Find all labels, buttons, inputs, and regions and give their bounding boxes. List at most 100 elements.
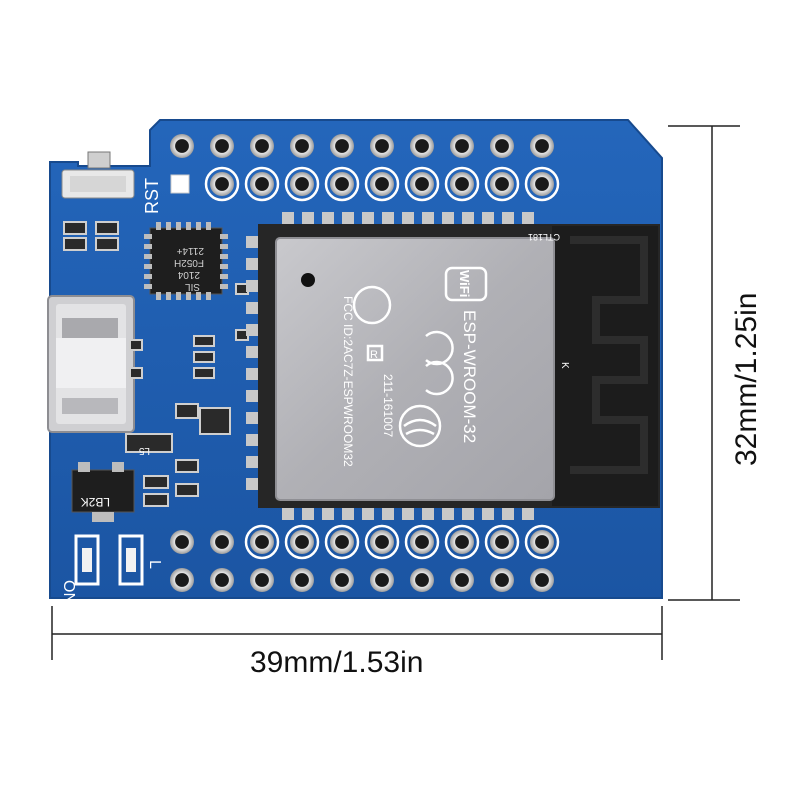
chip-text-brand: SIL [185,281,200,292]
smd-part [193,335,215,347]
l-label: L [146,560,163,569]
pin-pad [250,568,274,592]
pin-pad [290,530,314,554]
pin-pad [170,568,194,592]
pin-pad [290,172,314,196]
module-shield [275,237,555,501]
rst-label: RST [142,178,162,214]
pin-pad [370,568,394,592]
chip-pin [156,222,161,230]
pin-ring [364,524,400,560]
pin-row-bottom-inner [170,524,560,560]
chip-pin [196,222,201,230]
pin-ring [364,166,400,202]
module-code: 211-161007 [381,374,395,437]
smd-part [129,367,143,379]
pin-pad [370,134,394,158]
pin-ring [444,166,480,202]
chip-pin [144,234,152,239]
pin-row-top-inner [204,166,560,202]
chip-pin [196,292,201,300]
chip-pin [220,274,228,279]
module-name: ESP-WROOM-32 [460,310,479,443]
pin-pad [530,530,554,554]
pin-pad [530,134,554,158]
pin-row-top-outer [170,134,554,158]
pin-ring [484,524,520,560]
chip-pin [206,222,211,230]
pin-pad [450,568,474,592]
pin-ring [244,166,280,202]
voltage-regulator [71,462,135,522]
pin-pad [370,172,394,196]
pin-row-bottom-outer [170,568,554,592]
pin-pad [450,530,474,554]
pin-ring [524,524,560,560]
smd-part [143,493,169,507]
on-label: ON [60,580,77,604]
chip-pin [206,292,211,300]
pin-pad [170,530,194,554]
pin-pad [410,134,434,158]
chip-pin [176,292,181,300]
pin-pad [170,134,194,158]
chip-pin [144,254,152,259]
pin-ring [524,166,560,202]
reset-button [61,151,135,199]
height-dimension-label: 32mm/1.25in [730,292,763,466]
smd-part [95,221,119,235]
smd-part [193,367,215,379]
chip-pin [220,284,228,289]
pin-ring [204,166,240,202]
pin-ring [484,166,520,202]
chip-text-mid: F052H [174,257,204,268]
smd-part [95,237,119,251]
pin-pad [490,172,514,196]
chip-pin [166,292,171,300]
smd-part [63,237,87,251]
pin-pad [210,568,234,592]
chip-pin [220,234,228,239]
pin-ring [284,166,320,202]
chip-pin [144,284,152,289]
pin-pad [370,530,394,554]
chip-pin [186,222,191,230]
pin-pad [490,530,514,554]
chip-pin [186,292,191,300]
micro-usb-connector [47,295,135,433]
r-mark: R [370,349,378,361]
pin-pad [330,568,354,592]
pin-ring [284,524,320,560]
smd-part [193,351,215,363]
chip-pin [144,264,152,269]
regulator-label: LB2K [81,495,110,509]
chip-pin [144,244,152,249]
pin1-dot [301,273,315,287]
smd-part [175,403,199,419]
chip-pin [220,254,228,259]
pin-pad [330,172,354,196]
chip-pin [176,222,181,230]
wifi-logo-text: WiFi [457,270,472,297]
pin-pad [250,172,274,196]
smd-part [175,483,199,497]
pin-ring [444,524,480,560]
fcc-id: FCC ID:2AC7Z-ESPWROOM32 [341,296,355,467]
pcb-antenna [552,226,658,506]
pin-pad [490,134,514,158]
led-indicators [74,534,144,586]
small-label: L5 [138,445,150,456]
pin-ring [324,166,360,202]
pin-pad [410,530,434,554]
chip-pin [220,244,228,249]
smd-components [63,221,249,507]
smd-part [199,407,231,435]
pin-pad [530,568,554,592]
chip-pin [220,264,228,269]
pin-pad [210,530,234,554]
chip-text-bottom: 2114+ [176,245,204,256]
pin-ring [324,524,360,560]
pin-pad [330,134,354,158]
